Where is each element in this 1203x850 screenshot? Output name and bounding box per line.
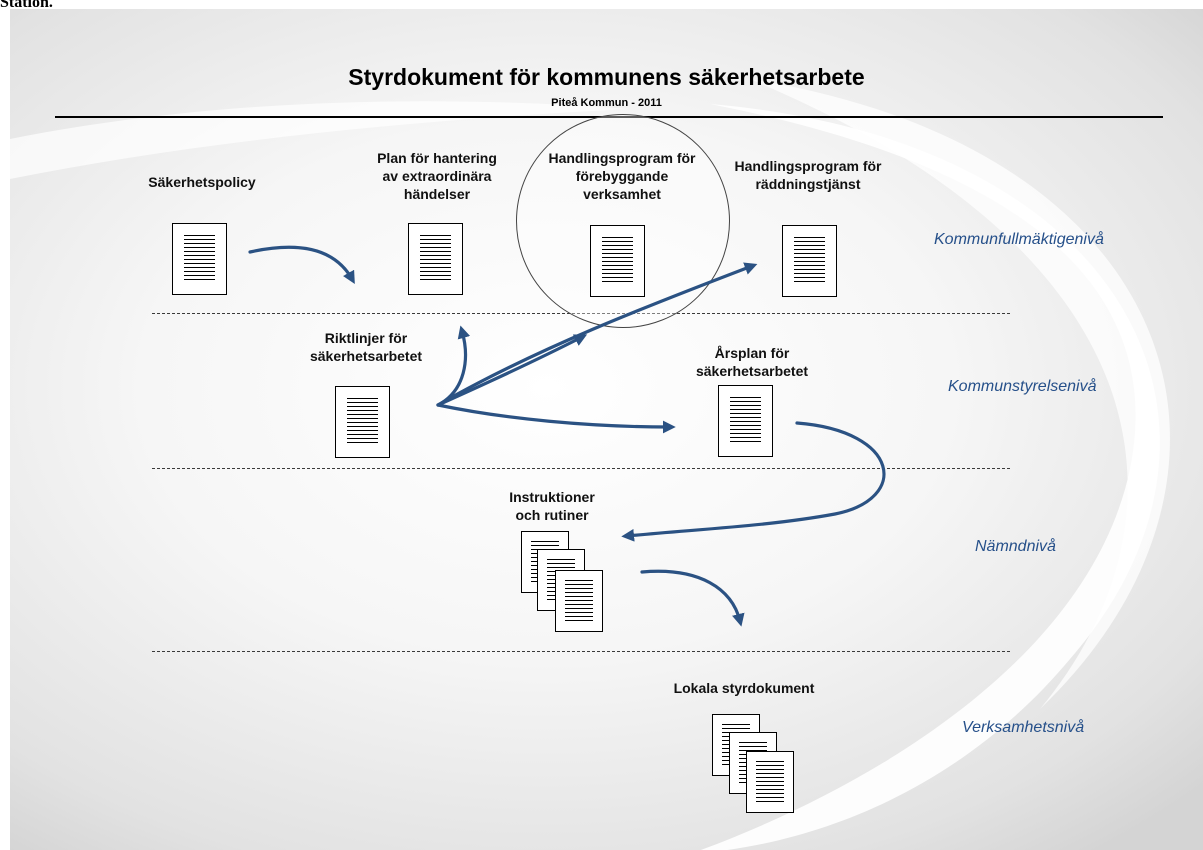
diagram-title: Styrdokument för kommunens säkerhetsarbe…: [348, 64, 865, 90]
arrow-policy-to-plan: [248, 245, 355, 285]
level-label-verksamhet: Verksamhetsnivå: [962, 719, 1085, 736]
level-label-kommunfullmaktige: Kommunfullmäktigenivå: [934, 231, 1104, 248]
arrow-riktlinjer-to-arsplan: [436, 403, 676, 434]
background-swoosh: [10, 79, 1170, 850]
label-instruktioner: Instruktioner och rutiner: [509, 489, 595, 523]
document-icon-handlingsprogram-forebyggande: [590, 225, 645, 297]
document-icon-riktlinjer: [335, 386, 390, 458]
label-lokala-styrdokument: Lokala styrdokument: [673, 680, 815, 696]
arrow-riktlinjer-to-raddning: [436, 262, 758, 407]
flow-arrows: [248, 245, 886, 627]
level-divider-2: [152, 468, 1010, 469]
document-stack-icon-lokala-3: [746, 751, 794, 813]
label-sakerhetspolicy: Säkerhetspolicy: [148, 174, 256, 190]
label-arsplan: Årsplan för säkerhetsarbetet: [695, 345, 809, 379]
arrow-instruktioner-to-lokala: [640, 569, 745, 627]
label-handlingsprogram-raddning: Handlingsprogram för räddningstjänst: [734, 158, 882, 192]
page-top-text: Station.: [0, 0, 53, 11]
label-plan-extraordinara: Plan för hantering av extraordinära händ…: [377, 150, 497, 202]
document-icon-arsplan: [718, 385, 773, 457]
document-icon-handlingsprogram-raddning: [782, 225, 837, 297]
document-icon-plan-extraordinara: [408, 223, 463, 295]
document-stack-icon-instruktioner-3: [555, 570, 603, 632]
label-riktlinjer: Riktlinjer för säkerhetsarbetet: [309, 330, 423, 364]
diagram-slide: Styrdokument för kommunens säkerhetsarbe…: [10, 9, 1203, 850]
arrow-riktlinjer-to-forebyggande: [436, 334, 588, 407]
diagram-subtitle: Piteå Kommun - 2011: [551, 97, 662, 109]
level-divider-3: [152, 651, 1010, 652]
level-label-namnd: Nämndnivå: [975, 538, 1056, 555]
level-label-kommunstyrelse: Kommunstyrelsenivå: [948, 378, 1097, 395]
arrow-arsplan-to-instruktioner: [621, 421, 886, 542]
label-handlingsprogram-forebyggande: Handlingsprogram för förebyggande verksa…: [548, 150, 696, 202]
document-icon-sakerhetspolicy: [172, 223, 227, 295]
